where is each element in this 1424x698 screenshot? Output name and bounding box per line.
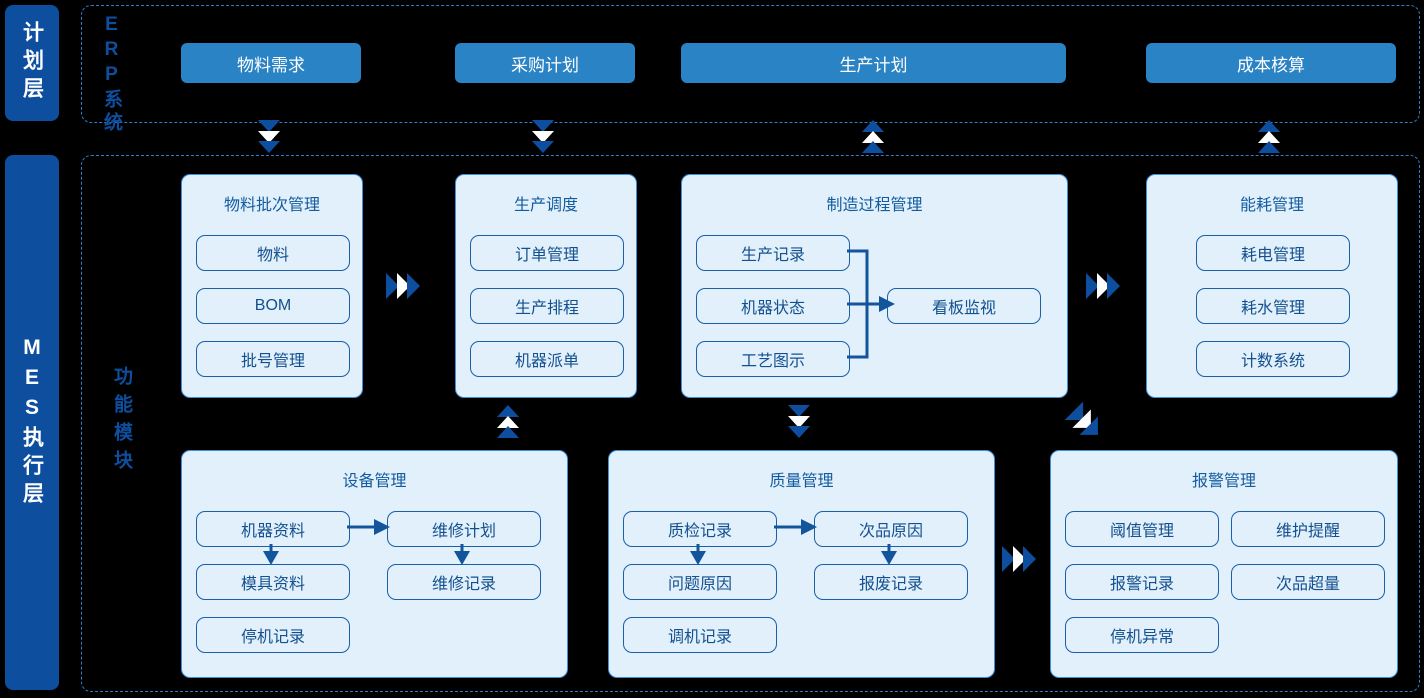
module-item-quality-0[interactable]: 质检记录: [623, 511, 777, 547]
manufacturing-inner-connector: [847, 249, 895, 359]
quality-inner-connector: [690, 519, 897, 565]
layer-tab-mes: MES执行层: [5, 155, 59, 690]
module-title-equipment: 设备管理: [342, 473, 407, 490]
chevron-segment: [1107, 273, 1120, 299]
module-item-production-scheduling-1[interactable]: 生产排程: [470, 288, 624, 324]
chevron-segment: [258, 131, 280, 143]
chevron-segment: [532, 120, 554, 132]
erp-pill-0[interactable]: 物料需求: [181, 43, 361, 83]
chevron-segment: [407, 273, 420, 299]
chevron-segment: [862, 120, 884, 132]
chevron-segment: [497, 416, 519, 428]
module-item-quality-3[interactable]: 次品原因: [814, 511, 968, 547]
chevron-down-triple-erp-to-material-batch: [258, 120, 280, 156]
erp-pill-3[interactable]: 成本核算: [1146, 43, 1396, 83]
module-item-material-batch-0[interactable]: 物料: [196, 235, 350, 271]
module-energy[interactable]: 能耗管理耗电管理耗水管理计数系统: [1146, 174, 1398, 398]
module-item-alarm-4[interactable]: 次品超量: [1231, 564, 1385, 600]
module-manufacturing-process[interactable]: 制造过程管理生产记录机器状态工艺图示 看板监视: [681, 174, 1068, 398]
chevron-segment: [386, 273, 399, 299]
chevron-down-triple-manufacturing-to-quality: [788, 405, 810, 441]
module-item-production-scheduling-2[interactable]: 机器派单: [470, 341, 624, 377]
module-item-manufacturing-process-0[interactable]: 生产记录: [696, 235, 850, 271]
module-item-material-batch-1[interactable]: BOM: [196, 288, 350, 324]
module-item-alarm-1[interactable]: 报警记录: [1065, 564, 1219, 600]
chevron-segment: [258, 120, 280, 132]
chevron-right-triple-quality-to-alarm: [1002, 546, 1042, 572]
chevron-segment: [1013, 546, 1026, 572]
module-item-energy-2[interactable]: 计数系统: [1196, 341, 1350, 377]
module-item-alarm-2[interactable]: 停机异常: [1065, 617, 1219, 653]
module-item-material-batch-2[interactable]: 批号管理: [196, 341, 350, 377]
chevron-right-triple-manufacturing-to-energy: [1086, 273, 1126, 299]
module-item-alarm-0[interactable]: 阈值管理: [1065, 511, 1219, 547]
chevron-segment: [1258, 131, 1280, 143]
module-quality[interactable]: 质量管理质检记录问题原因调机记录 次品原因报废记录: [608, 450, 995, 678]
module-item-equipment-4[interactable]: 维修记录: [387, 564, 541, 600]
module-item-quality-1[interactable]: 问题原因: [623, 564, 777, 600]
chevron-up-triple-energy-to-erp: [1258, 120, 1280, 156]
module-title-material-batch: 物料批次管理: [223, 197, 320, 214]
chevron-segment: [532, 131, 554, 143]
chevron-segment: [1258, 141, 1280, 153]
module-title-production-scheduling: 生产调度: [513, 197, 578, 214]
chevron-segment: [497, 426, 519, 438]
chevron-up-triple-equipment-to-scheduling: [497, 405, 519, 441]
module-item-manufacturing-process-3[interactable]: 看板监视: [887, 288, 1041, 324]
erp-pill-2[interactable]: 生产计划: [681, 43, 1066, 83]
module-item-energy-1[interactable]: 耗水管理: [1196, 288, 1350, 324]
module-title-energy: 能耗管理: [1239, 197, 1304, 214]
module-item-equipment-2[interactable]: 停机记录: [196, 617, 350, 653]
module-item-equipment-3[interactable]: 维修计划: [387, 511, 541, 547]
erp-pill-1[interactable]: 采购计划: [455, 43, 635, 83]
module-item-production-scheduling-0[interactable]: 订单管理: [470, 235, 624, 271]
module-item-manufacturing-process-2[interactable]: 工艺图示: [696, 341, 850, 377]
layer-tab-plan: 计划层: [5, 5, 59, 121]
module-title-alarm: 报警管理: [1191, 473, 1256, 490]
chevron-down-triple-erp-to-production-scheduling: [532, 120, 554, 156]
chevron-segment: [788, 426, 810, 438]
chevron-segment: [788, 416, 810, 428]
module-production-scheduling[interactable]: 生产调度订单管理生产排程机器派单: [455, 174, 637, 398]
module-item-manufacturing-process-1[interactable]: 机器状态: [696, 288, 850, 324]
module-material-batch[interactable]: 物料批次管理物料 BOM 批号管理: [181, 174, 363, 398]
layer-tab-mes-label: MES执行层: [20, 335, 44, 510]
chevron-segment: [1002, 546, 1015, 572]
module-title-manufacturing-process: 制造过程管理: [826, 197, 923, 214]
chevron-segment: [1258, 120, 1280, 132]
module-item-quality-2[interactable]: 调机记录: [623, 617, 777, 653]
chevron-segment: [497, 405, 519, 417]
chevron-segment: [862, 131, 884, 143]
chevron-segment: [397, 273, 410, 299]
module-alarm[interactable]: 报警管理阈值管理报警记录停机异常 维护提醒次品超量: [1050, 450, 1398, 678]
chevron-right-triple-material-to-scheduling: [386, 273, 426, 299]
chevron-segment: [258, 141, 280, 153]
section-mes-caption: 功能模块: [111, 366, 132, 478]
section-erp-caption: ERP系统: [101, 14, 122, 135]
module-equipment[interactable]: 设备管理机器资料模具资料停机记录 维修计划维修记录: [181, 450, 568, 678]
chevron-up-triple-manufacturing-to-erp: [862, 120, 884, 156]
chevron-segment: [532, 141, 554, 153]
chevron-segment: [788, 405, 810, 417]
module-title-quality: 质量管理: [769, 473, 834, 490]
equipment-inner-connector: [263, 519, 470, 565]
layer-tab-plan-label: 计划层: [20, 21, 44, 105]
chevron-segment: [862, 141, 884, 153]
module-item-equipment-1[interactable]: 模具资料: [196, 564, 350, 600]
module-item-alarm-3[interactable]: 维护提醒: [1231, 511, 1385, 547]
section-erp: [81, 5, 1420, 123]
module-item-energy-0[interactable]: 耗电管理: [1196, 235, 1350, 271]
chevron-segment: [1023, 546, 1036, 572]
module-item-equipment-0[interactable]: 机器资料: [196, 511, 350, 547]
chevron-segment: [1097, 273, 1110, 299]
chevron-segment: [1086, 273, 1099, 299]
module-item-quality-4[interactable]: 报废记录: [814, 564, 968, 600]
section-mes: [81, 155, 1420, 692]
